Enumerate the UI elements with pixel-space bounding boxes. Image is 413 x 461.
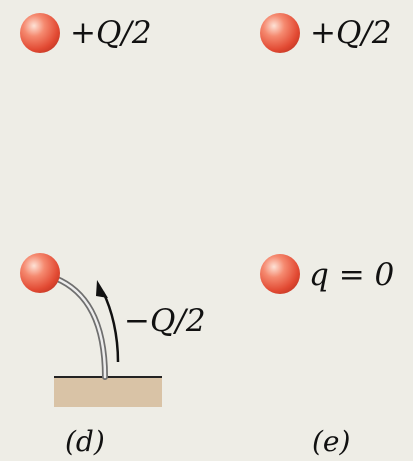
sphere-e-bottom [260,254,300,294]
caption-d: (d) [65,425,105,458]
sphere-d-grounded [20,253,60,293]
sphere-e-top [260,13,300,53]
charge-label-e-top: +Q/2 [310,15,392,51]
ground-plate [54,377,162,407]
grounding-wire-core [53,276,107,379]
arrow-head [96,280,108,298]
caption-e: (e) [312,425,351,458]
sphere-d-top [20,13,60,53]
charge-label-d-top: +Q/2 [70,15,152,51]
charge-label-e-bottom: q = 0 [309,257,395,293]
charge-flow-label: −Q/2 [124,303,206,339]
